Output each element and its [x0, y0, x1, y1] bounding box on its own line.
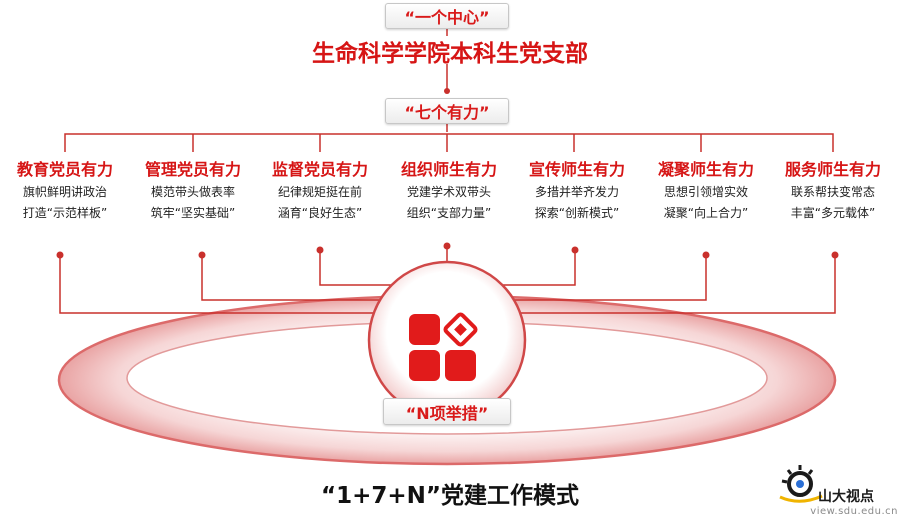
column-line: 探索“创新模式”	[534, 206, 620, 220]
n-measures-tag: “N项举措”	[383, 398, 511, 425]
dot-col-5	[571, 246, 579, 254]
column-6: 凝聚师生有力 思想引领增实效 凝聚“向上合力”	[641, 158, 771, 224]
connector-col-6	[495, 255, 707, 301]
column-title: 凝聚师生有力	[657, 160, 754, 179]
connector-col-1	[59, 255, 385, 314]
column-2: 管理党员有力 模范带头做表率 筑牢“坚实基础”	[128, 158, 258, 224]
dot-col-4	[443, 242, 451, 250]
column-line: 涵育“良好生态”	[277, 206, 363, 220]
column-line: 丰富“多元载体”	[790, 206, 876, 220]
dot-col-2	[198, 251, 206, 259]
unit-title: 生命科学学院本科生党支部	[312, 41, 588, 67]
connector-col-2	[201, 255, 400, 301]
column-line: 多措并举齐发力	[534, 185, 619, 199]
column-line: 打造“示范样板”	[22, 206, 108, 220]
dot-col-1	[56, 251, 64, 259]
center-circle	[367, 260, 527, 420]
column-title: 宣传师生有力	[528, 160, 625, 179]
column-title: 服务师生有力	[784, 160, 881, 179]
column-5: 宣传师生有力 多措并举齐发力 探索“创新模式”	[512, 158, 642, 224]
column-line: 筑牢“坚实基础”	[150, 206, 236, 220]
dot-col-6	[702, 251, 710, 259]
column-line: 模范带头做表率	[150, 185, 235, 199]
seven-tag: “七个有力”	[385, 98, 509, 124]
column-title: 监督党员有力	[271, 160, 368, 179]
connector-col-5	[475, 250, 576, 286]
top-bracket	[64, 133, 834, 152]
dot-col-3	[316, 246, 324, 254]
column-line: 旗帜鲜明讲政治	[22, 185, 107, 199]
model-title: “1+7+N”党建工作模式	[320, 483, 580, 509]
logo-url: view.sdu.edu.cn	[810, 506, 898, 517]
column-line: 凝聚“向上合力”	[663, 206, 749, 220]
connector-col-7	[510, 255, 836, 314]
column-title: 教育党员有力	[16, 160, 113, 179]
logo-label: 山大视点	[818, 489, 874, 505]
apps-icon	[409, 312, 478, 381]
column-4: 组织师生有力 党建学术双带头 组织“支部力量”	[384, 158, 514, 224]
column-title: 管理党员有力	[144, 160, 241, 179]
column-line: 纪律规矩挺在前	[277, 185, 362, 199]
column-line: 思想引领增实效	[663, 185, 748, 199]
connector-dot	[444, 88, 450, 94]
center-tag: “一个中心”	[385, 3, 509, 29]
column-3: 监督党员有力 纪律规矩挺在前 涵育“良好生态”	[255, 158, 385, 224]
column-line: 组织“支部力量”	[406, 206, 492, 220]
column-7: 服务师生有力 联系帮扶变常态 丰富“多元载体”	[768, 158, 898, 224]
dot-col-7	[831, 251, 839, 259]
column-line: 联系帮扶变常态	[790, 185, 875, 199]
column-line: 党建学术双带头	[406, 185, 491, 199]
column-title: 组织师生有力	[400, 160, 497, 179]
connector-col-3	[319, 250, 420, 286]
sunburst-logo-icon	[779, 465, 823, 503]
column-1: 教育党员有力 旗帜鲜明讲政治 打造“示范样板”	[0, 158, 130, 224]
